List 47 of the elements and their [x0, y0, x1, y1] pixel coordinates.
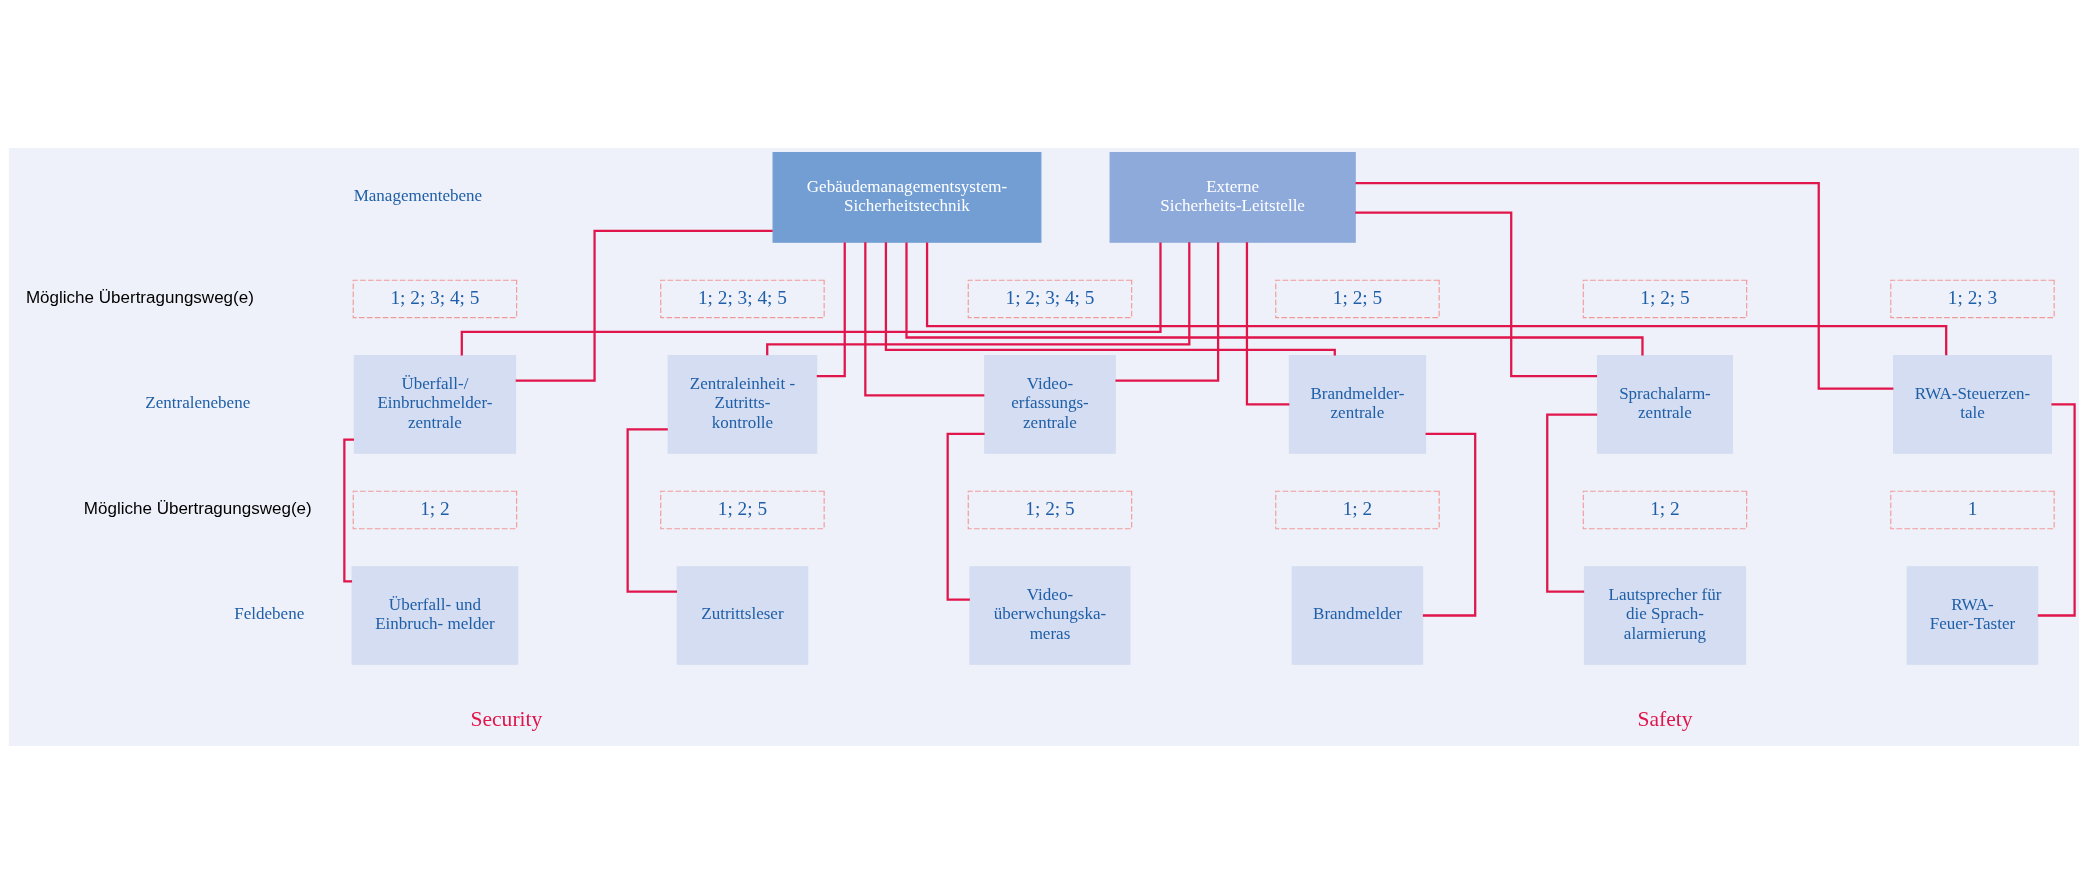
connector — [515, 229, 773, 382]
node-box: Überfall- und Einbruch- melder — [351, 565, 519, 665]
connector — [1546, 413, 1598, 593]
node-box: 1; 2; 3 — [1890, 279, 2055, 318]
node-box: 1; 2; 5 — [1275, 279, 1440, 318]
node-box: Zutrittsleser — [676, 565, 809, 665]
node-box: Video- überwchungska- meras — [969, 565, 1131, 665]
connector — [1115, 241, 1220, 382]
node-box: 1 — [1890, 490, 2055, 529]
node-box: Video- erfassungs- zentrale — [984, 354, 1116, 454]
node-box: 1; 2; 5 — [967, 490, 1133, 529]
connector — [905, 242, 1644, 355]
connector — [884, 241, 1336, 355]
node-box: Brandmelder- zentrale — [1288, 354, 1427, 454]
label: Mögliche Übertragungsweg(e) — [83, 498, 312, 518]
node-box: 1; 2; 5 — [660, 490, 825, 529]
connector — [946, 432, 985, 601]
connector — [864, 241, 985, 396]
node-box: 1; 2; 5 — [1582, 279, 1748, 318]
connector — [1245, 241, 1290, 406]
node-box: 1; 2 — [1275, 490, 1440, 529]
node-box: 1; 2 — [1582, 490, 1748, 529]
node-box: 1; 2 — [352, 490, 518, 529]
node-box: Externe Sicherheits-Leitstelle — [1109, 151, 1356, 243]
connector — [766, 241, 1191, 355]
connector — [1422, 432, 1477, 617]
node-box: Sprachalarm- zentrale — [1596, 354, 1734, 454]
label: Feldebene — [234, 603, 305, 623]
node-box: Zentraleinheit - Zutritts- kontrolle — [667, 354, 818, 454]
node-box: Lautsprecher für die Sprach- alarmierung — [1583, 565, 1747, 665]
label: Managementebene — [353, 185, 483, 205]
node-box: RWA- Feuer-Taster — [1906, 565, 2039, 665]
node-box: Überfall-/ Einbruchmelder- zentrale — [353, 354, 517, 454]
node-box: 1; 2; 3; 4; 5 — [352, 279, 518, 318]
connector — [626, 427, 677, 593]
label: Safety — [1637, 706, 1693, 731]
connector — [816, 241, 846, 377]
node-box: 1; 2; 3; 4; 5 — [660, 279, 825, 318]
node-box: RWA-Steuerzen- tale — [1893, 354, 2052, 454]
node-box: Brandmelder — [1291, 565, 1424, 665]
label: Zentralenebene — [145, 392, 251, 412]
node-box: 1; 2; 3; 4; 5 — [967, 279, 1133, 318]
connector — [1355, 211, 1598, 377]
label: Security — [470, 706, 543, 731]
node-box: Gebäudemanagementsystem- Sicherheitstechnik — [772, 151, 1042, 243]
label: Mögliche Übertragungsweg(e) — [25, 287, 254, 307]
connector — [1355, 181, 1894, 390]
